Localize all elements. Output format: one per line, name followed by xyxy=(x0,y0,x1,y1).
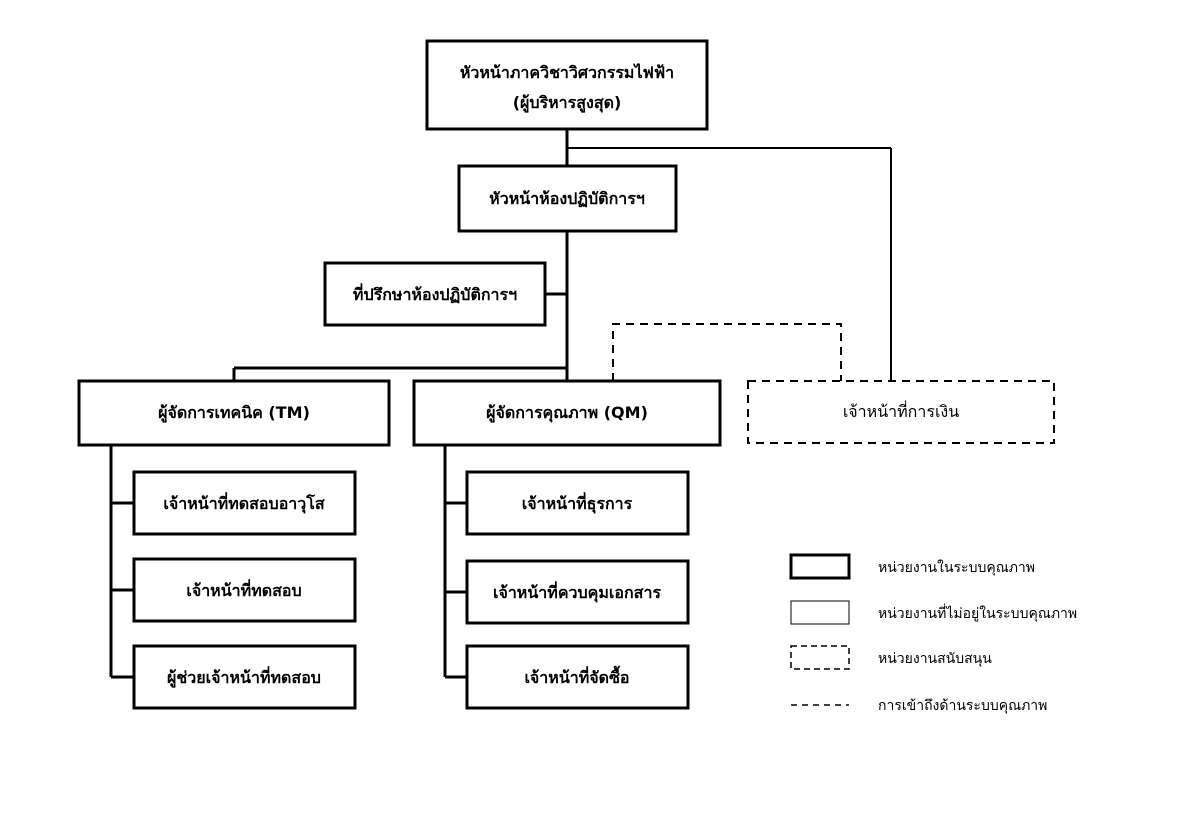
node-lab-advisor: ที่ปรึกษาห้องปฏิบัติการฯ xyxy=(323,261,547,327)
connector-quality-access-dashed xyxy=(612,323,842,381)
node-technical-manager: ผู้จัดการเทคนิค (TM) xyxy=(77,379,391,447)
legend-quality-access-label: การเข้าถึงด้านระบบคุณภาพ xyxy=(878,698,1047,714)
node-qm-staff-3: เจ้าหน้าที่จัดซื้อ xyxy=(465,644,690,710)
node-qm-staff-1-label: เจ้าหน้าที่ธุรการ xyxy=(522,492,633,514)
node-head-title: หัวหน้าภาควิชาวิศวกรรมไฟฟ้า xyxy=(460,63,674,82)
node-head: หัวหน้าภาควิชาวิศวกรรมไฟฟ้า (ผู้บริหารสู… xyxy=(425,39,709,131)
node-tm-staff-1-label: เจ้าหน้าที่ทดสอบอาวุโส xyxy=(163,492,324,514)
node-tm-staff-2: เจ้าหน้าที่ทดสอบ xyxy=(132,557,357,623)
node-qm-staff-2: เจ้าหน้าที่ควบคุมเอกสาร xyxy=(465,559,690,625)
node-technical-manager-label: ผู้จัดการเทคนิค (TM) xyxy=(158,403,310,424)
node-finance-officer: เจ้าหน้าที่การเงิน xyxy=(747,380,1055,444)
node-qm-staff-2-label: เจ้าหน้าที่ควบคุมเอกสาร xyxy=(493,581,661,603)
legend-non-quality-unit-label: หน่วยงานที่ไม่อยู่ในระบบคุณภาพ xyxy=(878,604,1077,622)
legend-swatch-non-quality-unit xyxy=(790,600,850,625)
node-tm-staff-3-label: ผู้ช่วยเจ้าหน้าที่ทดสอบ xyxy=(167,666,321,689)
node-qm-staff-3-label: เจ้าหน้าที่จัดซื้อ xyxy=(524,665,629,687)
connector-lines xyxy=(109,129,892,679)
node-tm-staff-2-label: เจ้าหน้าที่ทดสอบ xyxy=(186,579,301,600)
node-tm-staff-1: เจ้าหน้าที่ทดสอบอาวุโส xyxy=(132,470,357,536)
node-tm-staff-3: ผู้ช่วยเจ้าหน้าที่ทดสอบ xyxy=(132,644,357,710)
legend-swatch-quality-unit xyxy=(789,553,851,580)
node-lab-advisor-label: ที่ปรึกษาห้องปฏิบัติการฯ xyxy=(353,283,517,304)
legend-support-unit-label: หน่วยงานสนับสนุน xyxy=(878,651,992,667)
node-lab-head: หัวหน้าห้องปฏิบัติการฯ xyxy=(457,164,678,233)
node-finance-officer-label: เจ้าหน้าที่การเงิน xyxy=(843,400,959,421)
legend: หน่วยงานในระบบคุณภาพ หน่วยงานที่ไม่อยู่ใ… xyxy=(789,553,1077,714)
node-quality-manager: ผู้จัดการคุณภาพ (QM) xyxy=(412,379,722,447)
node-head-subtitle: (ผู้บริหารสูงสุด) xyxy=(513,93,622,114)
node-lab-head-label: หัวหน้าห้องปฏิบัติการฯ xyxy=(489,189,645,208)
node-qm-staff-1: เจ้าหน้าที่ธุรการ xyxy=(465,470,690,536)
legend-quality-unit-label: หน่วยงานในระบบคุณภาพ xyxy=(878,559,1035,576)
legend-swatch-support-unit xyxy=(790,645,850,670)
node-quality-manager-label: ผู้จัดการคุณภาพ (QM) xyxy=(486,403,648,424)
